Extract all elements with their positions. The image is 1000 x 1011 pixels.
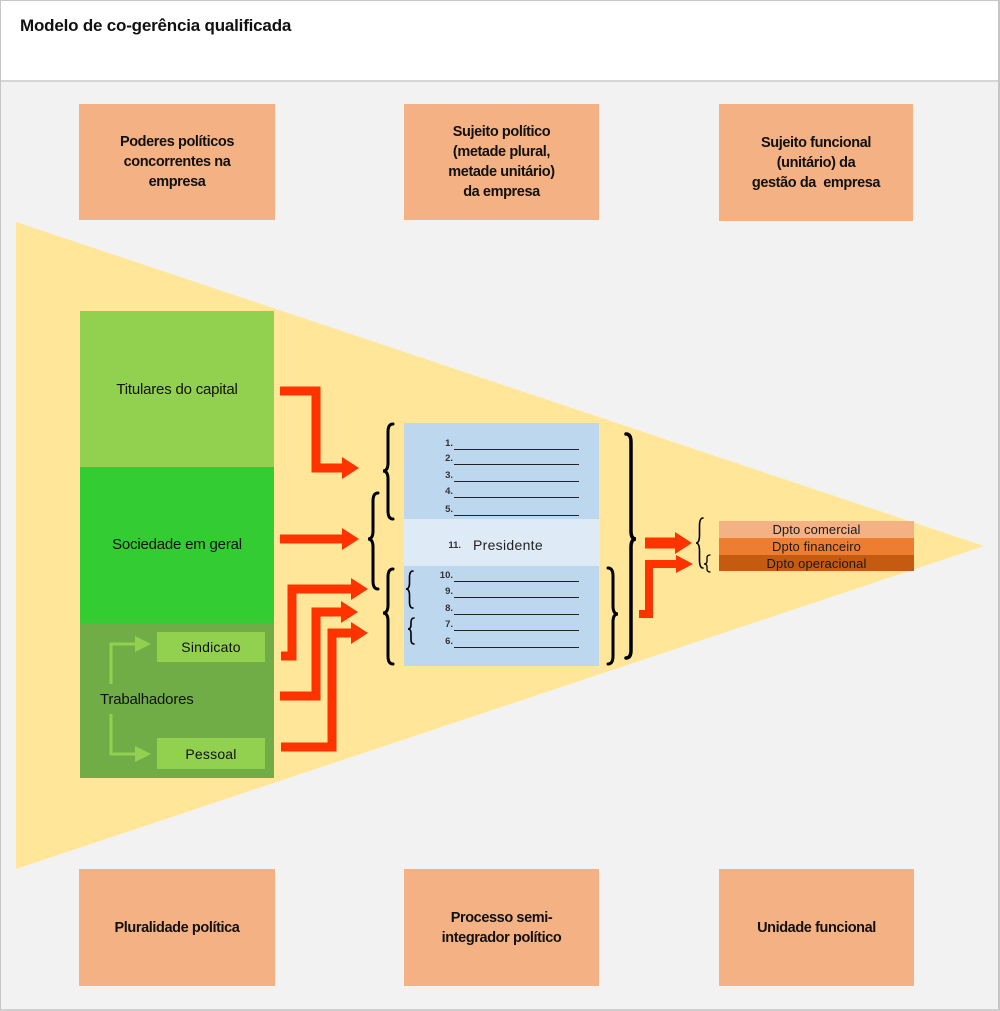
box-line: gestão da empresa — [751, 174, 881, 191]
box-line: integrador político — [441, 929, 562, 946]
seat-3: 3. — [421, 470, 581, 484]
footer-box-political-plurality: Pluralidade política — [79, 869, 275, 986]
seat-number: 5. — [445, 504, 453, 515]
box-line: Processo semi- — [450, 909, 553, 926]
seat-2: 2. — [421, 453, 581, 467]
seat-6: 6. — [421, 636, 581, 650]
label-sindicato: Sindicato — [181, 639, 241, 655]
box-pessoal: Pessoal — [157, 738, 265, 769]
box-sindicato: Sindicato — [157, 632, 265, 662]
seat-number: 4. — [445, 486, 453, 497]
dept-label: Dpto financeiro — [772, 539, 861, 554]
seat-blank-line — [454, 497, 579, 498]
seat-4: 4. — [421, 486, 581, 500]
box-line: metade unitário) — [448, 164, 555, 180]
header-box-political-subject: Sujeito político (metade plural, metade … — [404, 104, 599, 220]
seat-number: 2. — [445, 453, 453, 464]
dept-comercial: Dpto comercial — [719, 521, 914, 538]
dept-financeiro: Dpto financeiro — [719, 538, 914, 555]
seat-8: 8. — [421, 603, 581, 617]
box-line: Poderes políticos — [119, 134, 235, 150]
box-line: empresa — [148, 174, 206, 190]
seat-number: 8. — [445, 603, 453, 614]
box-line: (unitário) da — [776, 154, 856, 171]
box-line: Pluralidade política — [114, 919, 240, 936]
header-box-functional-subject: Sujeito funcional (unitário) da gestão d… — [719, 104, 913, 221]
dept-label: Dpto comercial — [772, 522, 861, 537]
group-titulares — [80, 311, 274, 467]
header-box-political-powers: Poderes políticos concorrentes na empres… — [79, 104, 275, 220]
seat-9: 9. — [421, 586, 581, 600]
footer-box-semi-integrating-process: Processo semi- integrador político — [404, 869, 599, 986]
seat-blank-line — [454, 515, 579, 516]
president-number: 11. — [448, 540, 461, 551]
seat-number: 10. — [439, 570, 453, 581]
seat-number: 3. — [445, 470, 453, 481]
seat-number: 1. — [445, 438, 453, 449]
dept-operacional: Dpto operacional — [719, 555, 914, 571]
box-line: Sujeito funcional — [760, 134, 871, 151]
box-line: Sujeito político — [452, 124, 551, 140]
seat-7: 7. — [421, 619, 581, 633]
seat-blank-line — [454, 581, 579, 582]
president-band — [404, 519, 600, 566]
header-bar: Modelo de co-gerência qualificada — [1, 1, 998, 82]
seat-blank-line — [454, 449, 579, 450]
box-line: da empresa — [463, 184, 540, 200]
seat-number: 6. — [445, 636, 453, 647]
seat-blank-line — [454, 464, 579, 465]
seat-blank-line — [454, 597, 579, 598]
president-label: Presidente — [473, 537, 543, 553]
seat-number: 9. — [445, 586, 453, 597]
box-line: (metade plural, — [452, 144, 551, 160]
seat-number: 7. — [445, 619, 453, 630]
diagram-title: Modelo de co-gerência qualificada — [20, 16, 292, 35]
seat-blank-line — [454, 481, 579, 482]
label-sociedade: Sociedade em geral — [112, 536, 242, 553]
label-titulares: Titulares do capital — [116, 381, 238, 398]
seat-blank-line — [454, 630, 579, 631]
footer-box-functional-unity: Unidade funcional — [719, 869, 914, 986]
dept-label: Dpto operacional — [766, 555, 867, 571]
seat-president: 11. Presidente — [421, 537, 581, 554]
seat-10: 10. — [421, 570, 581, 584]
seat-5: 5. — [421, 504, 581, 518]
box-line: concorrentes na — [123, 154, 231, 170]
seat-blank-line — [454, 614, 579, 615]
group-sociedade — [80, 467, 274, 623]
label-pessoal: Pessoal — [185, 745, 237, 762]
label-trabalhadores: Trabalhadores — [100, 691, 194, 708]
seat-1: 1. — [421, 438, 581, 452]
box-line: Unidade funcional — [757, 919, 876, 936]
seat-blank-line — [454, 647, 579, 648]
